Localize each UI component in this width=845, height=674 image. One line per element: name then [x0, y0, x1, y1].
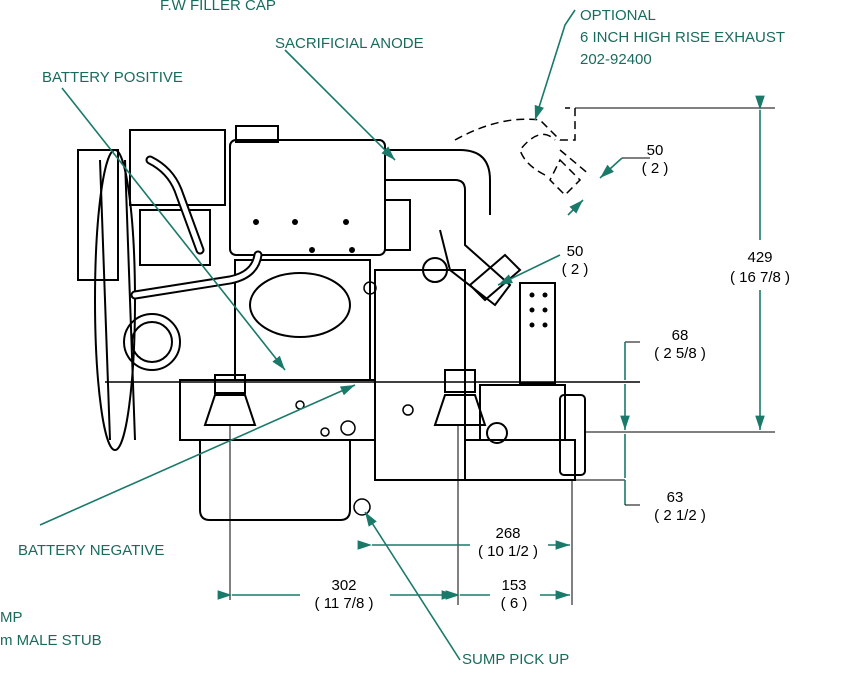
leader-lines: [39, 9, 576, 661]
label-sump-pick-up: SUMP PICK UP: [462, 651, 569, 668]
dim-rear-mount-to-end-mm: 153: [501, 577, 526, 594]
dim-mount-to-flange-in: ( 2 5/8 ): [654, 345, 706, 362]
dim-mount-spacing-mm: 302: [331, 577, 356, 594]
dim-mount-spacing-in: ( 11 7/8 ): [315, 595, 374, 612]
dim-exhaust-mid-in: ( 2 ): [562, 261, 589, 278]
label-optional: OPTIONAL: [580, 7, 656, 24]
label-battery-negative: BATTERY NEGATIVE: [18, 542, 164, 559]
label-high-rise-exhaust: 6 INCH HIGH RISE EXHAUST: [580, 29, 785, 46]
dim-exhaust-top-mm: 50: [647, 142, 664, 159]
dim-overall-height-in: ( 16 7/8 ): [730, 269, 790, 286]
label-sacrificial-anode: SACRIFICIAL ANODE: [275, 35, 424, 52]
dim-mount-to-base-end-mm: 268: [495, 525, 520, 542]
dim-overall-height-mm: 429: [747, 249, 772, 266]
dim-flange-to-base-in: ( 2 1/2 ): [654, 507, 706, 524]
dim-rear-mount-to-end-in: ( 6 ): [501, 595, 528, 612]
dim-exhaust-mid-mm: 50: [567, 243, 584, 260]
label-exhaust-part-no: 202-92400: [580, 51, 652, 68]
dim-exhaust-top-in: ( 2 ): [642, 160, 669, 177]
label-partial-left-1: MP: [0, 609, 23, 626]
label-partial-left-2: m MALE STUB: [0, 632, 102, 649]
engine-outline: [77, 107, 591, 521]
dim-mount-to-flange-mm: 68: [672, 327, 689, 344]
label-battery-positive: BATTERY POSITIVE: [42, 69, 183, 86]
label-fw-filler-cap: F.W FILLER CAP: [160, 0, 276, 14]
dim-mount-to-base-end-in: ( 10 1/2 ): [478, 543, 538, 560]
dimension-lines: [105, 95, 775, 605]
dim-flange-to-base-mm: 63: [667, 489, 684, 506]
